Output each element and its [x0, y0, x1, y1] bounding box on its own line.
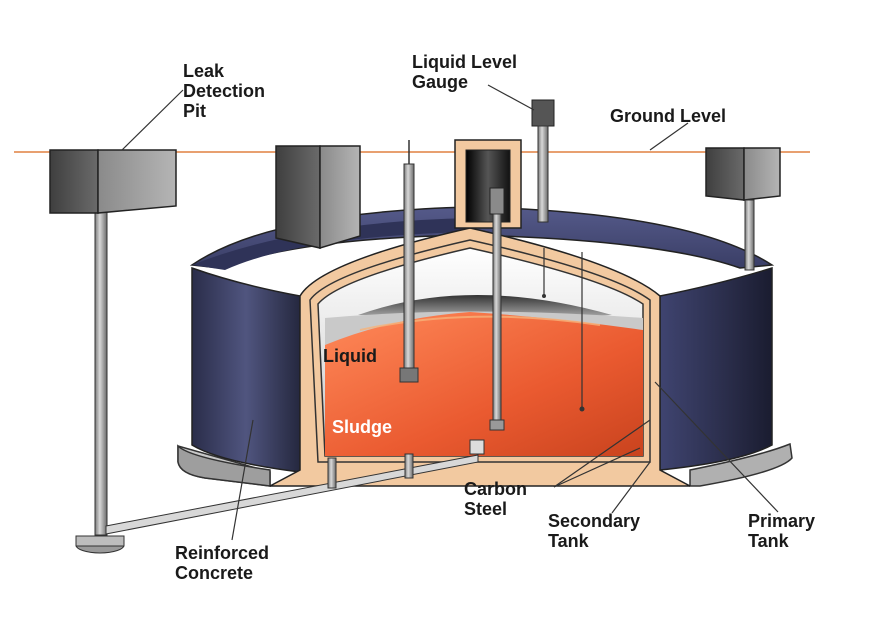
gauge-housing — [454, 139, 522, 229]
label-primary-tank: Primary Tank — [748, 511, 820, 551]
label-sludge: Sludge — [332, 417, 392, 437]
concrete-wall-right — [659, 266, 773, 471]
label-ground-level: Ground Level — [610, 106, 726, 126]
label-liquid-level-gauge: Liquid Level Gauge — [412, 52, 522, 92]
leader-lines — [121, 84, 779, 541]
leak-detection-piping — [75, 204, 485, 554]
liquid-probe — [399, 140, 419, 383]
label-liquid: Liquid — [323, 346, 377, 366]
liquid-level-gauge — [531, 99, 555, 223]
riser-box-right — [705, 147, 781, 271]
base-footing-right — [689, 442, 793, 487]
label-reinforced-concrete: Reinforced Concrete — [175, 543, 274, 583]
secondary-tank-wall — [309, 239, 651, 463]
concrete-wall-left — [191, 266, 301, 473]
gauge-rod — [492, 213, 502, 427]
label-leak-detection-pit: Leak Detection Pit — [183, 61, 270, 121]
riser-box-center — [275, 145, 361, 250]
vapor-space — [358, 295, 612, 317]
label-secondary-tank: Secondary Tank — [548, 511, 645, 551]
leak-detection-pit — [49, 149, 177, 214]
label-carbon-steel: Carbon Steel — [464, 479, 532, 519]
